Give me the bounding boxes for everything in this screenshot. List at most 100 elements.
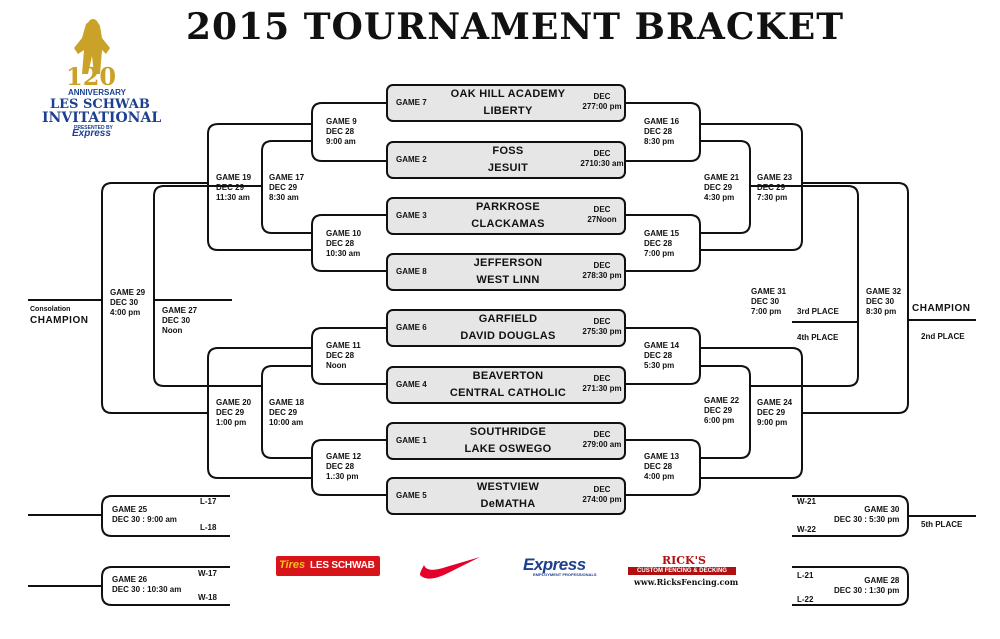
label-w22: W-22: [797, 525, 816, 534]
game-number: GAME 5: [396, 491, 427, 500]
game-datetime: DEC 275:30 pm: [582, 317, 622, 336]
game-box-2[interactable]: GAME 2 FOSS JESUIT DEC 2710:30 am: [386, 141, 626, 179]
champion-label: CHAMPION: [912, 303, 971, 314]
express-text: Express: [523, 555, 586, 574]
game-number: GAME 8: [396, 267, 427, 276]
bracket-g28: [792, 566, 909, 606]
fourth-place-label: 4th PLACE: [797, 333, 839, 342]
left-bracket-g10: [311, 214, 386, 272]
team-top: FOSS: [492, 145, 524, 157]
logo-anniversary: ANNIVERSARY: [68, 88, 126, 97]
team-bottom: LIBERTY: [483, 105, 533, 117]
team-top: OAK HILL ACADEMY: [450, 88, 566, 100]
left-bracket-g11: [311, 327, 386, 385]
team-bottom: DeMATHA: [480, 498, 536, 510]
team-bottom: WEST LINN: [476, 274, 540, 286]
ricks-subtitle: CUSTOM FENCING & DECKING: [628, 567, 736, 575]
team-bottom: CENTRAL CATHOLIC: [449, 387, 567, 399]
label-w21: W-21: [797, 497, 816, 506]
game-datetime: DEC 277:00 pm: [582, 92, 622, 111]
team-bottom: DAVID DOUGLAS: [460, 330, 556, 342]
label-l18: L-18: [200, 523, 217, 532]
label-l22: L-22: [797, 595, 814, 604]
game-datetime: DEC 27Noon: [587, 205, 617, 224]
logo-invitational: INVITATIONAL: [42, 110, 162, 126]
right-bracket-g14: [626, 327, 701, 385]
les-schwab-tires-text: Tires: [279, 559, 306, 571]
third-place-label: 3rd PLACE: [797, 307, 839, 316]
game-datetime: DEC 2710:30 am: [580, 149, 624, 168]
ricks-fencing-logo: RICK'S CUSTOM FENCING & DECKING www.Rick…: [628, 554, 739, 589]
game-box-1[interactable]: GAME 1 SOUTHRIDGE LAKE OSWEGO DEC 279:00…: [386, 422, 626, 460]
logo-express: Express: [72, 128, 111, 139]
game-box-8[interactable]: GAME 8 JEFFERSON WEST LINN DEC 278:30 pm: [386, 253, 626, 291]
left-bracket-g27: [153, 185, 262, 387]
game-number: GAME 6: [396, 323, 427, 332]
fifth-place-label: 5th PLACE: [921, 520, 963, 529]
ricks-url: www.RicksFencing.com: [634, 577, 739, 587]
right-bracket-g13: [626, 439, 701, 496]
left-bracket-g12: [311, 439, 386, 496]
left-bracket-g9: [311, 102, 386, 162]
game-number: GAME 1: [396, 436, 427, 445]
express-subtext: EMPLOYMENT PROFESSIONALS: [533, 572, 597, 577]
right-bracket-g31: [750, 185, 859, 387]
second-place-label: 2nd PLACE: [921, 332, 965, 341]
left-bracket-g29: [101, 182, 208, 414]
left-bracket-g18: [261, 365, 312, 459]
right-bracket-g16: [626, 102, 701, 162]
team-bottom: LAKE OSWEGO: [464, 443, 552, 455]
right-bracket-g32: [802, 182, 909, 414]
game-datetime: DEC 278:30 pm: [582, 261, 622, 280]
trophy-player-icon: [74, 19, 110, 74]
label-w18: W-18: [198, 593, 217, 602]
game-number: GAME 3: [396, 211, 427, 220]
team-top: PARKROSE: [476, 201, 540, 213]
team-top: SOUTHRIDGE: [469, 426, 547, 438]
game-box-3[interactable]: GAME 3 PARKROSE CLACKAMAS DEC 27Noon: [386, 197, 626, 235]
game-box-4[interactable]: GAME 4 BEAVERTON CENTRAL CATHOLIC DEC 27…: [386, 366, 626, 404]
consolation-champion-label: CHAMPION: [30, 315, 89, 326]
team-top: BEAVERTON: [472, 370, 544, 382]
game-number: GAME 4: [396, 380, 427, 389]
les-schwab-name-text: LES SCHWAB: [310, 560, 375, 571]
game-box-5[interactable]: GAME 5 WESTVIEW DeMATHA DEC 274:00 pm: [386, 477, 626, 515]
page-title: 2015 TOURNAMENT BRACKET: [186, 6, 844, 48]
logo-presented-by: PRESENTED BY: [74, 125, 113, 131]
game-box-6[interactable]: GAME 6 GARFIELD DAVID DOUGLAS DEC 275:30…: [386, 309, 626, 347]
ricks-name: RICK'S: [662, 554, 706, 567]
les-schwab-invitational-logo: 120 ANNIVERSARY LES SCHWAB INVITATIONAL …: [28, 18, 162, 139]
game-datetime: DEC 279:00 am: [582, 430, 622, 449]
game-number: GAME 7: [396, 98, 427, 107]
team-top: JEFFERSON: [473, 257, 543, 269]
team-bottom: JESUIT: [487, 162, 529, 174]
game-datetime: DEC 274:00 pm: [582, 485, 622, 504]
express-logo: Express EMPLOYMENT PROFESSIONALS: [523, 555, 607, 579]
les-schwab-logo: Tires LES SCHWAB: [276, 556, 380, 576]
logo-les-schwab: LES SCHWAB: [50, 97, 150, 112]
logo-anniversary-number: 120: [66, 62, 117, 91]
game-number: GAME 2: [396, 155, 427, 164]
label-w17: W-17: [198, 569, 217, 578]
game-box-7[interactable]: GAME 7 OAK HILL ACADEMY LIBERTY DEC 277:…: [386, 84, 626, 122]
